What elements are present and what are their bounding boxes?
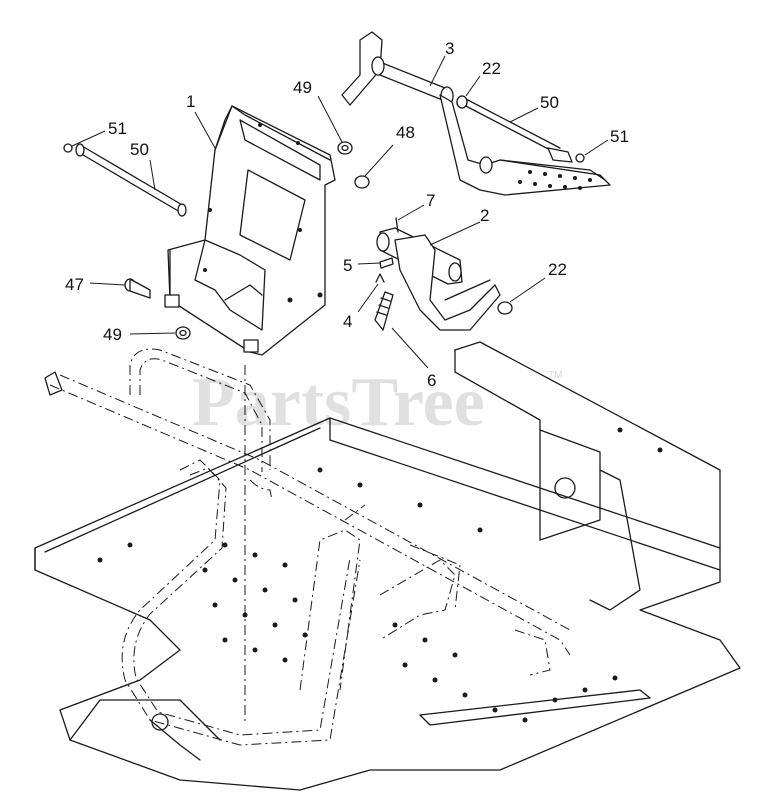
- callout-bushing-22-right: 22: [548, 260, 567, 279]
- callout-rod-50-left: 50: [130, 140, 149, 159]
- bushing-22-top[interactable]: [456, 95, 468, 109]
- leader-lines: [71, 55, 609, 369]
- nut-49-top[interactable]: [337, 141, 353, 155]
- callout-screw-51-left: 51: [108, 119, 127, 138]
- callout-labels: 1 3 22 50 51 51 50 49 48 7 2 5 4 6 22 47…: [65, 39, 629, 390]
- tube-frame[interactable]: [44, 348, 571, 746]
- callout-bolt-47: 47: [65, 275, 84, 294]
- watermark-trademark: TM: [548, 370, 562, 381]
- callout-key-7: 7: [426, 191, 435, 210]
- callout-shaft-arm: 3: [445, 39, 454, 58]
- spring-6[interactable]: [374, 291, 394, 331]
- callout-nut-49-left: 49: [103, 325, 122, 344]
- bolt-47[interactable]: [124, 278, 151, 299]
- callout-rod-50-right: 50: [540, 93, 559, 112]
- bushing-22-right[interactable]: [497, 301, 513, 315]
- pedal-shaft-assembly[interactable]: [341, 31, 611, 196]
- rod-50-left[interactable]: [75, 143, 187, 217]
- key-7[interactable]: [395, 217, 399, 233]
- screw-51-right[interactable]: [575, 153, 585, 163]
- callout-nut-49-top: 49: [293, 78, 312, 97]
- callout-bushing-22-top: 22: [482, 59, 501, 78]
- pin-5[interactable]: [379, 257, 394, 269]
- callout-cotter-pin-4: 4: [343, 312, 352, 331]
- callout-frame-bracket: 1: [186, 92, 195, 111]
- frame-bracket[interactable]: [164, 105, 336, 356]
- nut-48[interactable]: [354, 175, 370, 189]
- chassis-frame[interactable]: [34, 341, 741, 791]
- nut-49-left[interactable]: [175, 326, 191, 340]
- callout-pin-5: 5: [343, 256, 352, 275]
- screw-51-left[interactable]: [63, 143, 73, 153]
- brake-pedal[interactable]: [376, 227, 501, 331]
- deck-holes: [97, 427, 663, 723]
- watermark-logo: PartsTree: [192, 364, 485, 441]
- cotter-pin-4[interactable]: [375, 273, 385, 283]
- callout-nut-48: 48: [396, 123, 415, 142]
- callout-screw-51-right: 51: [610, 127, 629, 146]
- callout-brake-pedal: 2: [480, 206, 489, 225]
- callout-spring-6: 6: [427, 371, 436, 390]
